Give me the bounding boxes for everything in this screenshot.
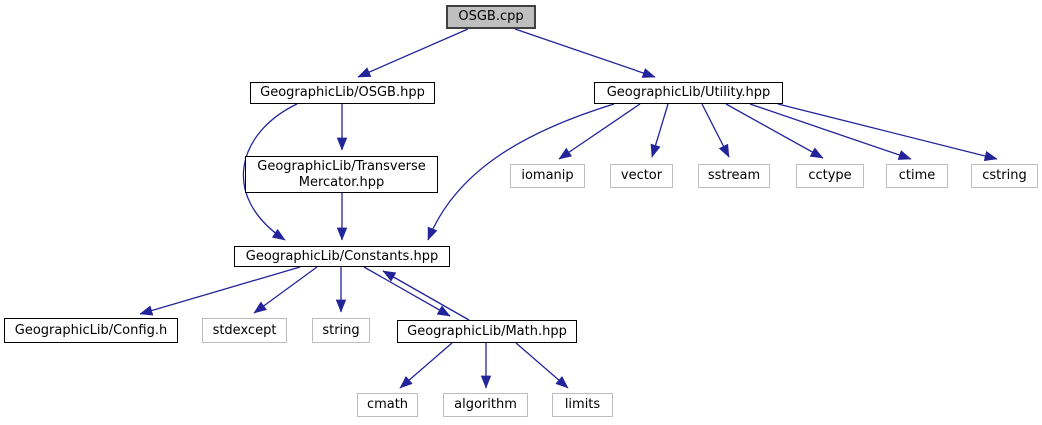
node-math-hpp[interactable]: GeographicLib/Math.hpp	[397, 320, 577, 343]
node-cmath: cmath	[357, 393, 418, 417]
node-string: string	[312, 318, 370, 343]
node-algorithm: algorithm	[443, 393, 528, 417]
node-constants-hpp[interactable]: GeographicLib/Constants.hpp	[234, 246, 450, 267]
edge-utility-hpp-to-iomanip	[558, 103, 641, 160]
node-transversemercator-hpp[interactable]: GeographicLib/Transverse Mercator.hpp	[245, 156, 438, 193]
edge-constants-hpp-to-config-h	[139, 266, 301, 316]
edge-osgb-cpp-to-utility-hpp	[514, 28, 656, 78]
edge-utility-hpp-to-cstring	[777, 103, 998, 162]
node-cctype: cctype	[796, 164, 864, 188]
edge-math-hpp-to-limits	[515, 342, 569, 389]
node-stdexcept: stdexcept	[202, 318, 287, 343]
edge-osgb-cpp-to-osgb-hpp	[357, 28, 469, 78]
edge-utility-hpp-to-constants-hpp	[427, 103, 615, 241]
node-utility-hpp[interactable]: GeographicLib/Utility.hpp	[594, 82, 783, 104]
edge-constants-hpp-to-math-hpp	[363, 266, 451, 317]
edge-utility-hpp-to-cctype	[725, 103, 824, 159]
edge-utility-hpp-to-ctime	[749, 103, 912, 160]
node-config-h[interactable]: GeographicLib/Config.h	[4, 318, 178, 343]
node-cstring: cstring	[971, 164, 1038, 188]
edge-constants-hpp-to-stdexcept	[253, 266, 318, 314]
edge-utility-hpp-to-sstream	[701, 103, 730, 158]
node-osgb-hpp[interactable]: GeographicLib/OSGB.hpp	[250, 82, 435, 104]
edge-utility-hpp-to-vector	[650, 103, 669, 158]
node-ctime: ctime	[886, 164, 948, 188]
edge-math-hpp-to-cmath	[399, 342, 453, 389]
node-sstream: sstream	[698, 164, 770, 188]
edge-math-hpp-to-constants-hpp	[382, 270, 470, 321]
node-vector: vector	[610, 164, 673, 188]
node-osgb-cpp: OSGB.cpp	[446, 5, 536, 29]
node-limits: limits	[552, 393, 613, 417]
node-iomanip: iomanip	[510, 164, 585, 188]
edge-osgb-hpp-to-constants-hpp	[242, 103, 298, 241]
